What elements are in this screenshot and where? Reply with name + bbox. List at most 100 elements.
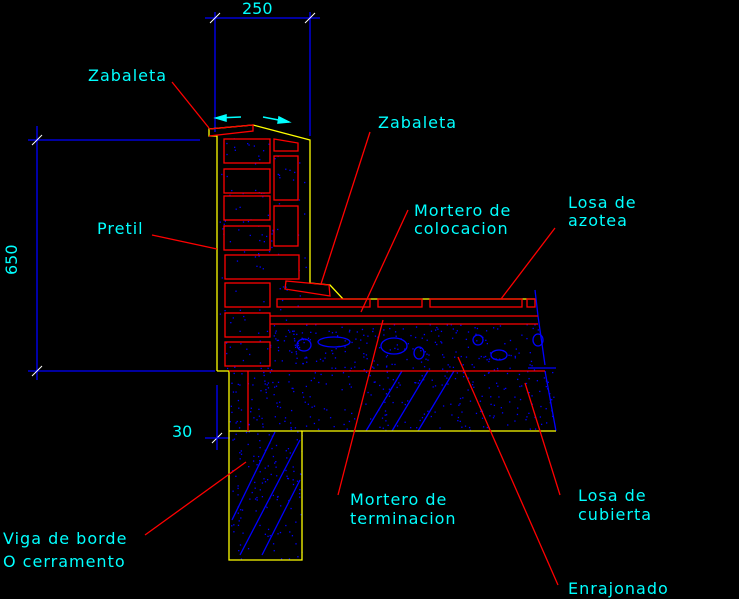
hatch-dot (297, 305, 299, 307)
hatch-dot (285, 286, 287, 288)
hatch-dot (279, 177, 281, 179)
hatch-dot (249, 234, 251, 237)
hatch-dot (389, 349, 391, 351)
hatch-dot (281, 299, 284, 302)
hatch-dot (547, 381, 550, 383)
hatch-dot (546, 422, 548, 424)
hatch-dot (236, 260, 239, 262)
hatch-dot (310, 379, 312, 382)
hatch-dot (263, 371, 265, 374)
hatch-dot (240, 509, 242, 511)
hatch-dot (551, 415, 554, 418)
hatch-dot (315, 324, 317, 326)
hatch-dot (366, 342, 368, 344)
hatch-dot (262, 196, 264, 198)
hatch-dot (313, 422, 316, 425)
hatch-dot (344, 350, 346, 353)
hatch-dot (298, 346, 301, 349)
hatch-dot (528, 378, 530, 380)
hatch-dot (370, 418, 372, 420)
hatch-dot (485, 330, 488, 332)
hatch-dot (386, 354, 389, 357)
hatch-dot (431, 379, 433, 381)
hatch-dot (279, 288, 281, 290)
hatch-dot (480, 410, 482, 413)
hatch-dot (224, 220, 227, 222)
hatch-dot (304, 181, 306, 184)
hatch-dot (258, 255, 260, 257)
hatch-dot (248, 465, 250, 468)
hatch-dot (259, 158, 261, 161)
hatch-dot (290, 428, 292, 431)
hatch-dot (259, 471, 261, 473)
hatch-dot (273, 335, 275, 337)
hatch-dot (464, 425, 467, 427)
hatch-dot (264, 383, 266, 385)
hatch-dot (442, 368, 444, 370)
hatch-dot (451, 337, 454, 339)
hatch-dot (274, 462, 276, 464)
hatch-dot (331, 350, 333, 352)
hatch-dot (263, 301, 265, 303)
hatch-dot (476, 327, 479, 330)
hatch-dot (299, 473, 302, 475)
hatch-dot (243, 315, 245, 318)
hatch-dot (272, 494, 274, 497)
hatch-dot (514, 355, 516, 358)
hatch-dot (271, 447, 273, 450)
hatch-dot (248, 423, 250, 426)
hatch-dot (530, 360, 533, 363)
hatch-dot (237, 524, 240, 527)
hatch-dot (382, 388, 385, 390)
hatch-dot (374, 381, 376, 383)
hatch-dot (287, 448, 290, 450)
hatch-dot (489, 415, 491, 417)
hatch-dot (503, 388, 505, 390)
hatch-dot (421, 416, 424, 419)
hatch-dot (244, 319, 246, 321)
hatch-dot (335, 348, 337, 350)
hatch-dot (527, 371, 529, 373)
hatch-dot (501, 412, 504, 414)
hatch-dot (543, 377, 546, 379)
hatch-dot (398, 382, 400, 384)
hatch-dot (259, 362, 262, 364)
hatch-dot (497, 385, 499, 387)
hatch-dot (285, 524, 287, 527)
hatch-dot (379, 384, 381, 387)
hatch-dot (348, 383, 351, 385)
hatch-dot (298, 492, 301, 495)
hatch-dot (386, 365, 388, 367)
hatch-dot (467, 377, 470, 379)
hatch-dot (545, 385, 547, 388)
hatch-dot (384, 410, 387, 412)
hatch-dot (415, 382, 417, 384)
hatch-dot (240, 450, 242, 452)
hatch-dot (404, 403, 406, 406)
hatch-dot (275, 385, 278, 387)
hatch-dot (515, 348, 517, 350)
slab-and-beam (231, 289, 557, 556)
hatch-dot (279, 401, 281, 403)
hatch-dot (261, 496, 264, 498)
dimension-left: 650 (2, 126, 215, 380)
hatch-dot (420, 350, 422, 352)
hatch-dot (276, 475, 278, 477)
hatch-dot (246, 348, 248, 350)
hatch-dot (333, 425, 335, 428)
hatch-dot (276, 402, 278, 404)
label-pretil: Pretil (97, 219, 144, 238)
hatch-dot (443, 356, 445, 358)
hatch-dot (286, 289, 288, 291)
hatch-dot (363, 368, 365, 371)
hatch-dot (496, 367, 499, 370)
hatch-dot (262, 268, 264, 270)
hatch-dot (414, 381, 416, 384)
hatch-dot (239, 206, 241, 208)
hatch-dot (270, 344, 272, 347)
hatch-dot (509, 401, 511, 403)
hatch-dot (446, 324, 448, 326)
label-viga-2: O cerramento (3, 552, 126, 571)
hatch-dot (270, 346, 272, 348)
hatch-dot (404, 348, 406, 350)
